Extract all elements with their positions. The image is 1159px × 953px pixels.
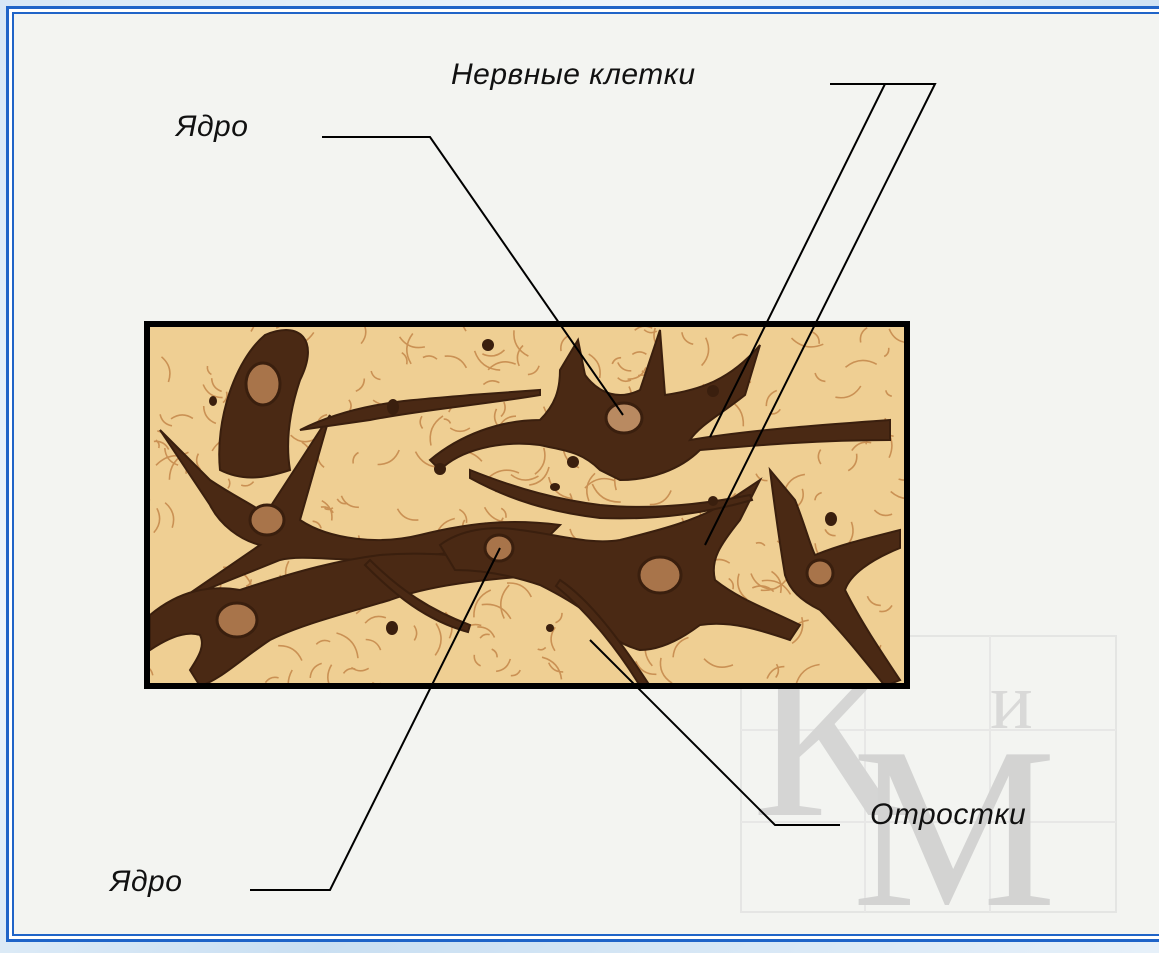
nucleus-left	[250, 505, 284, 535]
tissue-illustration	[142, 300, 920, 702]
nucleus-bottom-left	[217, 603, 257, 637]
label-nucleus-bottom: Ядро	[110, 865, 182, 899]
nucleus-top-left	[246, 363, 280, 405]
label-nucleus-top: Ядро	[176, 110, 248, 144]
nucleus-center-right	[639, 557, 681, 593]
label-processes: Отростки	[870, 798, 1026, 832]
nucleus-right	[807, 560, 833, 586]
label-nerve-cells: Нервные клетки	[451, 58, 696, 92]
nucleus-center-top	[606, 403, 642, 433]
